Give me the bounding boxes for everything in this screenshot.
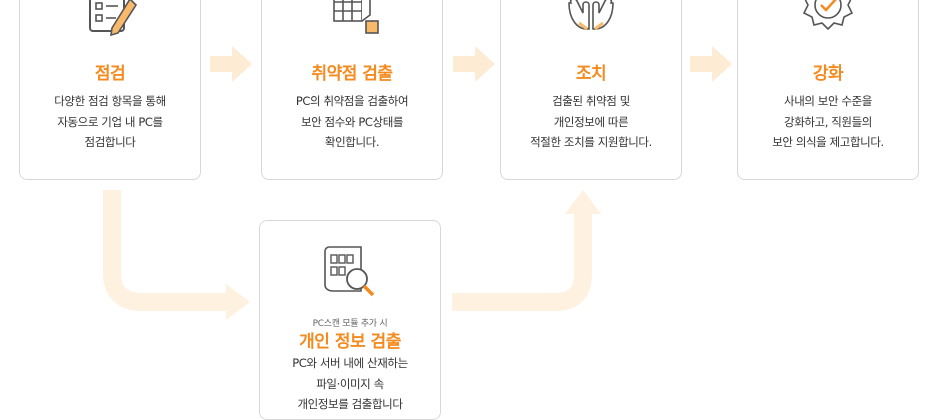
checklist-pencil-icon	[89, 0, 138, 37]
step-title: 개인 정보 검출	[299, 332, 401, 352]
document-magnifier-icon	[324, 246, 375, 297]
badge-check-icon	[802, 0, 854, 31]
arrow-right-icon	[210, 46, 252, 82]
cube-grid-icon	[333, 0, 379, 34]
arrow-down-right-icon	[103, 190, 230, 311]
arrow-head-icon	[226, 284, 250, 320]
arrow-up-icon	[452, 212, 592, 311]
step-title: 조치	[575, 64, 607, 84]
step-subtitle: PC스캔 모듈 추가 시	[312, 319, 388, 329]
arrow-head-icon	[565, 190, 601, 214]
step-title: 강화	[812, 64, 844, 84]
arrow-right-icon	[453, 46, 495, 82]
step-title: 점검	[94, 64, 126, 84]
hands-clap-icon	[568, 0, 614, 31]
arrow-right-icon	[690, 46, 732, 82]
step-title: 취약점 검출	[311, 64, 393, 84]
flow-arrows	[103, 46, 732, 320]
